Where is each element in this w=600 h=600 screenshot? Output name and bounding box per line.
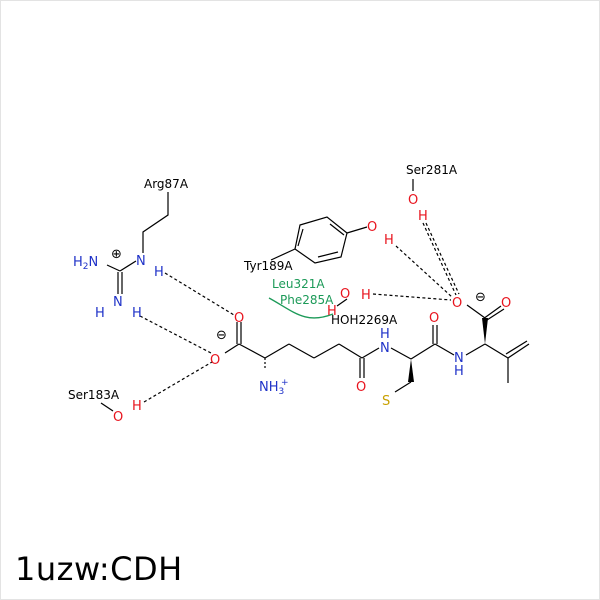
atom-val-o1: O (452, 296, 462, 311)
atom-amide2-h: H (454, 364, 464, 379)
ligand-bonds (100, 179, 530, 412)
atom-arg-ne-h: H (154, 265, 164, 280)
atom-ser281-h: H (418, 209, 428, 224)
atom-glu-o1: O (234, 311, 244, 326)
atom-ser281-o: O (408, 193, 418, 208)
residue-label-hoh2269: HOH2269A (331, 313, 398, 327)
atom-glu-o2: O (210, 353, 220, 368)
positive-charge-icon: ⊕ (111, 247, 122, 262)
negative-charge-icon: ⊖ (475, 290, 486, 305)
residue-label-leu321: Leu321A (272, 277, 325, 291)
page-title: 1uzw:CDH (15, 550, 183, 588)
atom-cys-s: S (382, 394, 390, 409)
atom-ser183-o: O (113, 410, 123, 425)
atom-amide1-o: O (356, 380, 366, 395)
atom-arg-nh2: H2N (73, 255, 98, 272)
atom-tyr189-o: O (367, 220, 377, 235)
atom-arg-nh: N (113, 295, 123, 310)
residue-label-tyr189: Tyr189A (243, 259, 293, 273)
negative-charge-icon: ⊖ (216, 328, 227, 343)
atom-amide2-n: N (454, 351, 464, 366)
residue-label-ser183: Ser183A (68, 388, 120, 402)
atom-hoh-o: O (340, 287, 350, 302)
residue-label-phe285: Phe285A (280, 293, 334, 307)
atom-amide1-h: H (380, 327, 390, 342)
atom-glu-nh3: NH3 (259, 380, 284, 397)
ammonium-charge: + (281, 378, 289, 388)
atom-amide2-o: O (429, 311, 439, 326)
hydrogen-bond-lines (139, 222, 460, 403)
atom-arg-nh-h1: H (95, 306, 105, 321)
atom-ser183-h: H (132, 399, 142, 414)
atom-amide1-n: N (380, 341, 390, 356)
hydrophobic-contact-arc (268, 297, 334, 319)
residue-label-ser281: Ser281A (406, 163, 458, 177)
residue-label-arg87: Arg87A (144, 177, 189, 191)
atom-tyr189-h: H (384, 233, 394, 248)
atom-val-o2: O (501, 296, 511, 311)
atom-arg-ne: N (136, 254, 146, 269)
atom-arg-nh-h2: H (132, 306, 142, 321)
atom-hoh-h1: H (361, 288, 371, 303)
atom-hoh-h2: H (327, 304, 337, 319)
